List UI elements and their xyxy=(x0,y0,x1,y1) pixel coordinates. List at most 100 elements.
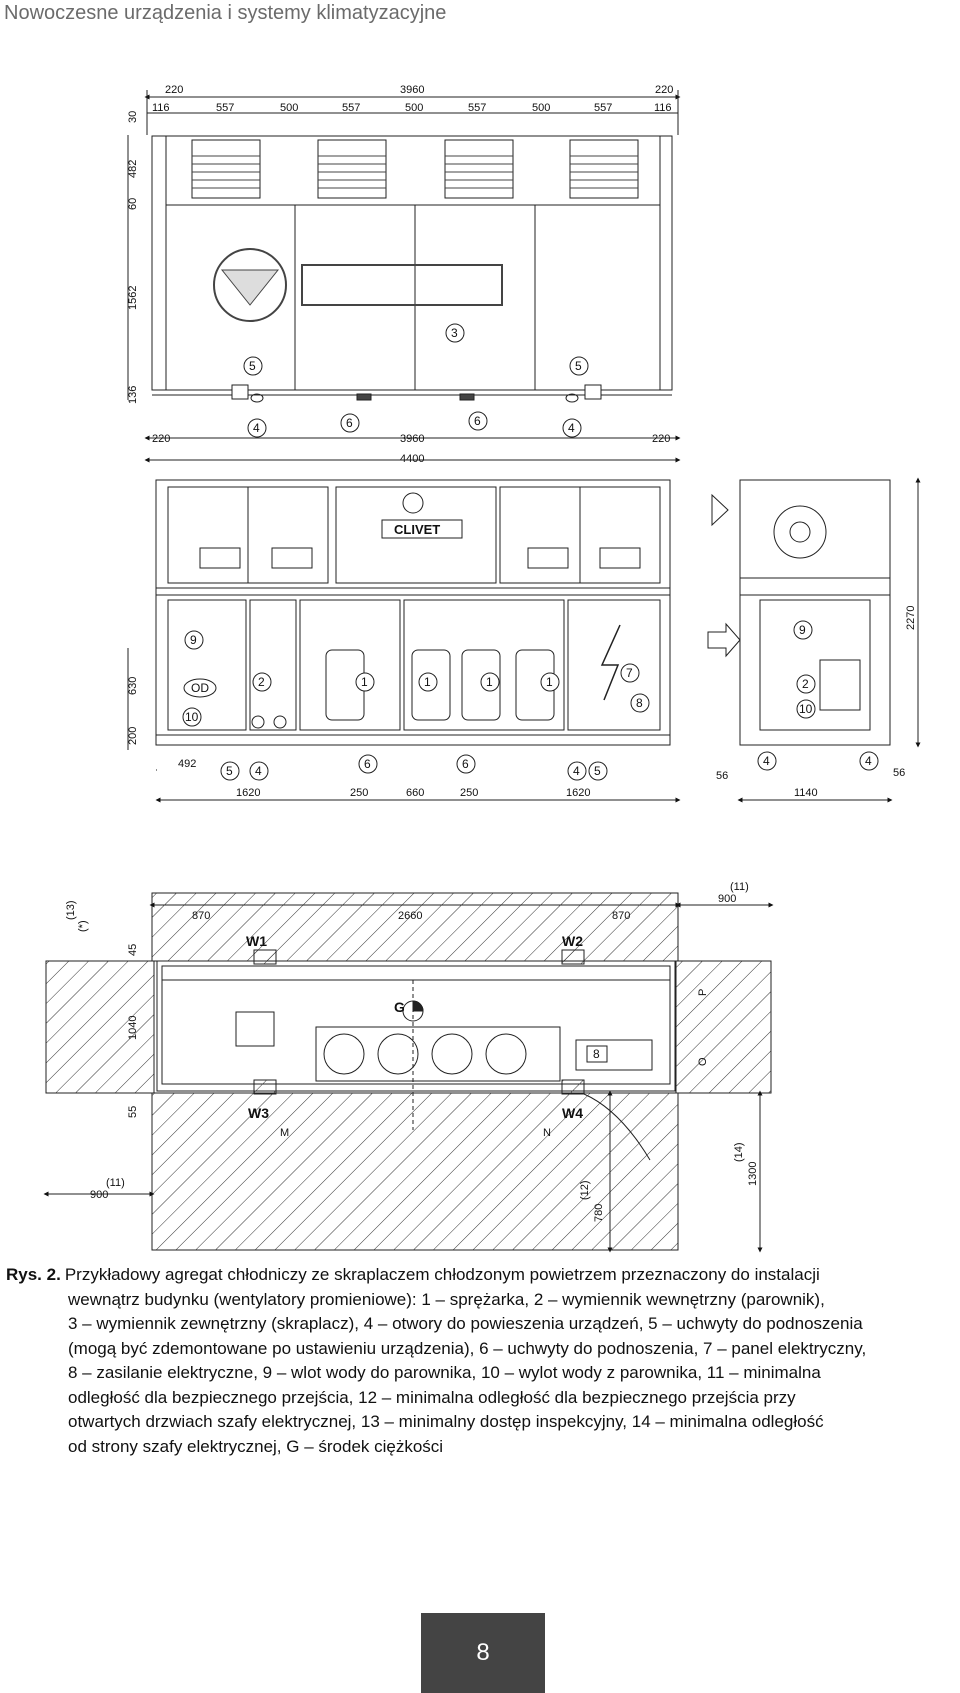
top-left-2: 60 xyxy=(127,198,139,210)
support-w4: W4 xyxy=(562,1105,583,1121)
top-dim-r2-1: 557 xyxy=(216,102,234,114)
plan-top-dim-0: 870 xyxy=(192,910,210,922)
top-dim-r2-5: 557 xyxy=(468,102,486,114)
front-bottom-4b: 4 xyxy=(573,764,580,778)
side-callout-2: 2 xyxy=(802,677,809,691)
front-bottom-4a: 4 xyxy=(255,764,262,778)
front-callouts: 9 OD 10 2 1 1 1 1 1 7 8 5 4 6 6 4 5 xyxy=(182,630,650,781)
side-dim-2: 56 xyxy=(893,767,905,779)
compressor-label-1: 1 xyxy=(424,675,431,689)
compressors xyxy=(325,649,555,721)
top-bottom-dim-2: 220 xyxy=(652,433,670,445)
top-left-1: 482 xyxy=(127,160,139,178)
plan-supports: W1 W2 W3 W4 G xyxy=(246,933,583,1121)
front-bottom-5b: 5 xyxy=(594,764,601,778)
front-dim-492: 492 xyxy=(178,758,196,770)
plan-top-clear-value: 900 xyxy=(718,893,736,905)
caption-line-1: Rys. 2.Przykładowy agregat chłodniczy ze… xyxy=(6,1263,954,1288)
top-callout-4: 6 xyxy=(346,416,353,430)
caption-label: Rys. 2. xyxy=(6,1265,61,1284)
plan-clear-12-label: (12) xyxy=(579,1180,591,1200)
front-dim-0: 1620 xyxy=(236,787,260,799)
top-dim-1: 220 xyxy=(165,84,183,96)
figure-caption: Rys. 2.Przykładowy agregat chłodniczy ze… xyxy=(6,1263,954,1459)
plan-left-1: (*) xyxy=(77,920,89,932)
top-dim-r2-6: 500 xyxy=(532,102,550,114)
front-dim-1: 250 xyxy=(350,787,368,799)
top-callouts: 5 5 3 4 6 6 4 xyxy=(243,323,589,438)
plan-bottom-m: M xyxy=(280,1127,289,1139)
top-callout-3: 4 xyxy=(253,421,260,435)
support-w2: W2 xyxy=(562,933,583,949)
top-callout-0: 5 xyxy=(249,359,256,373)
side-callout-10: 10 xyxy=(799,702,813,716)
center-of-gravity: G xyxy=(394,999,405,1015)
plan-panel-8: 8 xyxy=(593,1047,600,1061)
top-dim-r2-3: 557 xyxy=(342,102,360,114)
front-bottom-6a: 6 xyxy=(364,757,371,771)
plan-top-clear-label: (11) xyxy=(730,881,749,893)
running-header: Nowoczesne urządzenia i systemy klimatyz… xyxy=(4,2,447,24)
compressor-label-2: 1 xyxy=(486,675,493,689)
plan-side-p: P xyxy=(697,989,709,996)
panel-label-7: 7 xyxy=(626,666,633,680)
front-callout-9: 9 xyxy=(190,633,197,647)
technical-drawing: 220 3960 220 116 557 500 557 500 557 500… xyxy=(43,84,921,1253)
caption-line-3: 3 – wymiennik zewnętrzny (skraplacz), 4 … xyxy=(68,1314,863,1333)
top-left-4: 136 xyxy=(127,386,139,404)
top-dim-3: 220 xyxy=(655,84,673,96)
top-left-0: 30 xyxy=(127,111,139,123)
front-dim-2: 660 xyxy=(406,787,424,799)
caption-line-8: od strony szafy elektrycznej, G – środek… xyxy=(68,1436,444,1456)
caption-line-4: (mogą być zdemontowane po ustawieniu urz… xyxy=(68,1338,867,1358)
plan-left-2: 45 xyxy=(127,944,139,956)
caption-text-1: Przykładowy agregat chłodniczy ze skrapl… xyxy=(64,1265,820,1284)
top-view xyxy=(127,90,681,463)
front-callout-2: 2 xyxy=(258,675,265,689)
plan-left-3: 1040 xyxy=(127,1016,139,1040)
front-dim-4: 1620 xyxy=(566,787,590,799)
plan-side-o: O xyxy=(697,1057,709,1066)
top-dim-r2-2: 500 xyxy=(280,102,298,114)
top-dim-r2-8: 116 xyxy=(654,102,672,114)
plan-top-dim-1: 2660 xyxy=(398,910,422,922)
panel-label-8: 8 xyxy=(636,696,643,710)
top-dim-r2-4: 500 xyxy=(405,102,423,114)
page-number: 8 xyxy=(421,1613,545,1693)
fan-grilles xyxy=(191,139,639,199)
plan-view xyxy=(43,892,774,1253)
front-bottom-6b: 6 xyxy=(462,757,469,771)
side-callout-4a: 4 xyxy=(763,754,770,768)
front-left-200: 200 xyxy=(127,727,139,745)
plan-texts: (11) 900 870 2660 870 (13) (*) 45 1040 5… xyxy=(65,881,759,1222)
compressor-label-3: 1 xyxy=(546,675,553,689)
plan-top-dim-2: 870 xyxy=(612,910,630,922)
plan-left-4: 55 xyxy=(127,1106,139,1118)
front-callout-10: 10 xyxy=(185,710,199,724)
top-bottom-dim-0: 220 xyxy=(152,433,170,445)
side-view xyxy=(707,477,921,803)
side-dim-1: 1140 xyxy=(794,787,818,799)
front-view xyxy=(127,479,681,803)
side-height: 2270 xyxy=(905,606,917,630)
top-callout-5: 6 xyxy=(474,414,481,428)
top-bottom-dim-1: 3960 xyxy=(400,433,424,445)
support-w1: W1 xyxy=(246,933,267,949)
front-left-630: 630 xyxy=(127,677,139,695)
plan-clear-12-value: 780 xyxy=(593,1204,605,1222)
top-callout-2: 3 xyxy=(451,326,458,340)
brand-logo xyxy=(213,248,503,322)
front-callout-od: OD xyxy=(191,681,209,695)
plan-clear-14-label: (14) xyxy=(733,1142,745,1162)
front-dim-3: 250 xyxy=(460,787,478,799)
top-callout-1: 5 xyxy=(575,359,582,373)
top-dim-r2-0: 116 xyxy=(152,102,170,114)
top-callout-6: 4 xyxy=(568,421,575,435)
plan-clear-14-value: 1300 xyxy=(747,1162,759,1186)
support-w3: W3 xyxy=(248,1105,269,1121)
caption-line-2: wewnątrz budynku (wentylatory promieniow… xyxy=(68,1289,825,1309)
top-dims-left: 30 482 60 1562 136 xyxy=(127,111,139,404)
top-left-3: 1562 xyxy=(127,286,139,310)
front-bottom-5a: 5 xyxy=(226,764,233,778)
side-callout-9: 9 xyxy=(799,623,806,637)
